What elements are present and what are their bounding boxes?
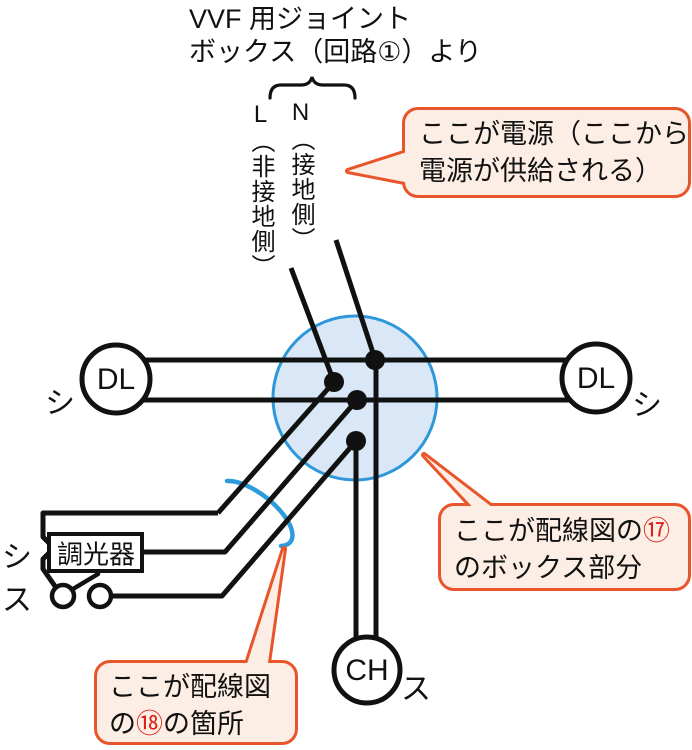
- switch-terminal-left: [49, 582, 77, 610]
- junction-dot-dimmer-out: [347, 390, 367, 410]
- callout-box17-bubble: [421, 452, 691, 591]
- title-line-1: VVF 用ジョイント: [189, 4, 412, 34]
- junction-dot-live: [324, 372, 344, 392]
- callout-spot18-line-1: ここが配線図: [109, 672, 271, 702]
- wire-switch-out: [111, 439, 358, 599]
- callout-spot18-bubble: [94, 546, 298, 745]
- switch-terminal-right: [86, 582, 114, 610]
- callout-spot18-text: ここが配線図 の⑱の箇所: [109, 669, 271, 743]
- circled-17: ⑰: [643, 516, 670, 546]
- downlight-right-label: DL: [576, 362, 616, 395]
- note-dimmer: シ: [2, 541, 32, 574]
- wire-diagonal-feed: [216, 380, 336, 515]
- brace: [268, 76, 357, 100]
- note-downlight-right: シ: [632, 389, 662, 422]
- junction-dot-switch-out: [346, 431, 366, 451]
- dimmer-label: 調光器: [56, 539, 136, 570]
- title-line-2: ボックス（回路①）より: [189, 37, 482, 67]
- circled-18: ⑱: [136, 709, 163, 739]
- downlight-left-circle: [79, 342, 153, 416]
- downlight-left-label: DL: [96, 363, 136, 396]
- chandelier-label: CH: [345, 654, 389, 687]
- callout-power-text: ここが電源（ここから 電源が供給される）: [419, 116, 689, 190]
- wire-live-in: [288, 267, 337, 383]
- callout-power-line-1: ここが電源（ここから: [419, 119, 689, 149]
- dimmer-box: [47, 532, 144, 573]
- callout-power-bubble: [345, 107, 691, 198]
- junction-dots: [324, 350, 385, 451]
- wire-dimmer-out: [142, 398, 359, 555]
- label-live-wire: L（非接地側）: [247, 101, 274, 279]
- wire-neutral-in: [333, 239, 378, 360]
- note-switch: ス: [2, 584, 32, 617]
- page-title: VVF 用ジョイント ボックス（回路①）より: [189, 3, 482, 69]
- callout-box17-line-1: ここが配線図の⑰: [454, 516, 670, 546]
- junction-dot-neutral: [365, 350, 385, 370]
- callout-box17-line-2: のボックス部分: [454, 553, 643, 583]
- chandelier-circle: [331, 634, 403, 706]
- callout-spot18-line-2: の⑱の箇所: [109, 709, 244, 739]
- note-downlight-left: シ: [45, 387, 75, 420]
- devices: [47, 341, 633, 706]
- label-neutral-wire: N（接地側）: [287, 99, 314, 252]
- callout-power-line-2: 電源が供給される）: [419, 156, 662, 186]
- callout-box17-text: ここが配線図の⑰ のボックス部分: [454, 513, 670, 587]
- note-chandelier: ス: [401, 673, 431, 706]
- downlight-right-circle: [559, 341, 633, 415]
- switch-lever: [70, 571, 101, 592]
